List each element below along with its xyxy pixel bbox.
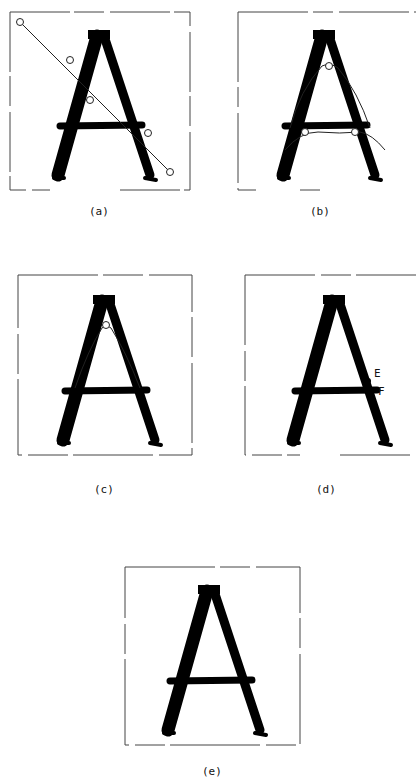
- panel-caption: (d): [316, 484, 336, 495]
- sample-circle: [87, 97, 94, 104]
- right-stroke: [339, 301, 385, 440]
- sample-circle: [167, 169, 174, 176]
- panel-caption: (b): [310, 206, 330, 217]
- frame-e: [125, 567, 300, 745]
- panel-caption: (c): [94, 484, 114, 495]
- sample-circle: [103, 322, 110, 329]
- frame-d: [245, 275, 416, 455]
- sample-circle: [145, 130, 152, 137]
- left-stroke: [293, 301, 332, 440]
- top-cap: [198, 585, 220, 594]
- left-stroke: [283, 36, 322, 175]
- right-foot: [380, 443, 391, 445]
- crossbar: [285, 125, 367, 126]
- left-stroke: [58, 36, 97, 175]
- sample-circle: [17, 19, 24, 26]
- left-foot: [54, 176, 64, 180]
- left-stroke: [168, 591, 207, 730]
- top-cap: [88, 30, 110, 39]
- top-cap: [93, 295, 115, 304]
- letter-a: [54, 30, 156, 180]
- frame-a: [10, 12, 190, 190]
- inner-contour: [290, 64, 370, 128]
- letter-a: [164, 585, 266, 735]
- letter-a: [59, 295, 161, 445]
- panel-caption: (a): [89, 206, 109, 217]
- crossbar: [60, 125, 142, 126]
- lower-contour: [285, 132, 385, 150]
- right-foot: [150, 443, 161, 445]
- left-foot: [279, 176, 289, 180]
- sample-circle: [302, 129, 309, 136]
- top-cap: [313, 30, 335, 39]
- annotation-marks: [17, 19, 386, 389]
- point-label: F: [378, 386, 385, 397]
- panel-frames: [10, 12, 416, 745]
- crossbar: [65, 390, 147, 391]
- right-stroke: [104, 36, 150, 175]
- left-foot: [289, 441, 299, 445]
- sample-circle: [326, 63, 333, 70]
- top-cap: [323, 295, 345, 304]
- inner-contour: [75, 326, 140, 388]
- right-foot: [370, 178, 381, 180]
- frame-b: [238, 12, 416, 190]
- right-stroke: [329, 36, 375, 175]
- left-foot: [59, 441, 69, 445]
- letter-a-group: [54, 30, 391, 735]
- right-stroke: [214, 591, 260, 730]
- panel-caption: (e): [202, 766, 222, 777]
- letter-a: [289, 295, 391, 445]
- right-foot: [255, 733, 266, 735]
- contour-point: [365, 378, 371, 384]
- left-foot: [164, 731, 174, 735]
- frame-c: [18, 275, 192, 455]
- scan-line: [20, 22, 170, 172]
- letter-a: [279, 30, 381, 180]
- sample-circle: [352, 129, 359, 136]
- right-foot: [145, 178, 156, 180]
- left-stroke: [63, 301, 102, 440]
- point-label: E: [374, 368, 381, 379]
- crossbar: [295, 390, 377, 391]
- crossbar: [170, 680, 252, 681]
- sample-circle: [67, 57, 74, 64]
- right-stroke: [109, 301, 155, 440]
